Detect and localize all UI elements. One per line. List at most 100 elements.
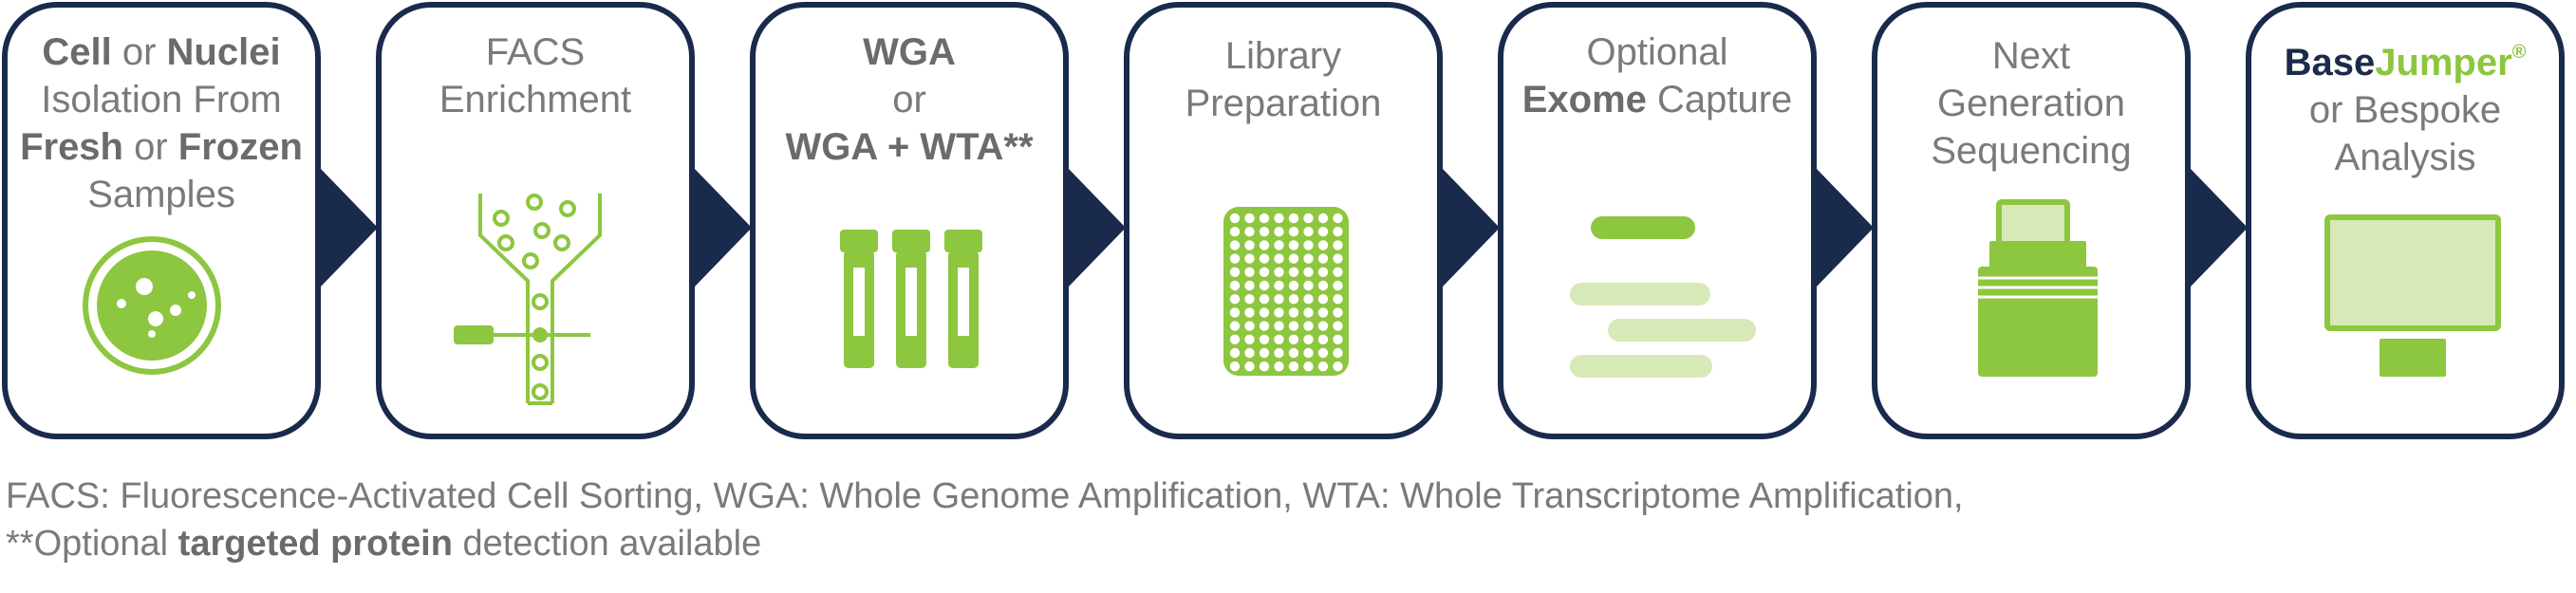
- well: [1244, 227, 1255, 237]
- well: [1303, 280, 1314, 291]
- well: [1244, 294, 1255, 305]
- well: [1244, 240, 1255, 250]
- well: [1259, 267, 1270, 277]
- step-box-3: [750, 2, 1069, 439]
- well: [1229, 253, 1241, 264]
- well: [1244, 280, 1255, 291]
- well: [1333, 347, 1343, 359]
- arrow-2-3: [695, 169, 752, 287]
- well: [1317, 334, 1329, 344]
- well: [1333, 294, 1343, 305]
- well: [1303, 361, 1314, 372]
- well: [1229, 240, 1241, 250]
- well: [1229, 227, 1241, 237]
- well: [1244, 267, 1255, 277]
- step-label-5: Optional Exome Capture: [1521, 31, 1793, 120]
- well: [1317, 321, 1329, 331]
- well: [1274, 227, 1284, 237]
- well: [1303, 321, 1314, 331]
- well: [1288, 227, 1299, 237]
- well: [1259, 240, 1270, 250]
- monitor-icon: [2324, 214, 2501, 377]
- well: [1288, 307, 1299, 318]
- arrow-5-6: [1817, 169, 1874, 287]
- well: [1333, 253, 1343, 264]
- arrow-3-4: [1069, 169, 1126, 287]
- well: [1303, 334, 1314, 344]
- well: [1303, 267, 1314, 277]
- well: [1274, 307, 1284, 318]
- test-tubes-icon: [840, 230, 982, 368]
- well: [1317, 253, 1329, 264]
- step-label-7: BaseJumper® or Bespoke Analysis: [2244, 28, 2567, 181]
- basejumper-brand: BaseJumper®: [2284, 42, 2527, 83]
- well: [1274, 294, 1284, 305]
- well: [1229, 347, 1241, 359]
- well: [1229, 294, 1241, 305]
- well: [1288, 334, 1299, 344]
- well: [1274, 361, 1284, 372]
- well: [1288, 253, 1299, 264]
- well: [1259, 294, 1270, 305]
- well: [1288, 267, 1299, 277]
- arrow-1-2: [321, 169, 378, 287]
- well: [1333, 361, 1343, 372]
- well: [1333, 240, 1343, 250]
- well: [1259, 321, 1270, 331]
- step-box-1: [2, 2, 321, 439]
- well: [1229, 213, 1241, 224]
- well: [1259, 361, 1270, 372]
- step-label-1: Cell or Nuclei Isolation From Fresh or F…: [20, 31, 303, 215]
- well: [1244, 334, 1255, 344]
- well: [1333, 267, 1343, 277]
- well-plate-icon: [1223, 207, 1349, 376]
- well: [1317, 294, 1329, 305]
- well: [1288, 280, 1299, 291]
- well: [1229, 361, 1241, 372]
- well: [1274, 253, 1284, 264]
- connector-arrows: [321, 169, 2248, 287]
- well: [1303, 240, 1314, 250]
- well: [1274, 347, 1284, 359]
- well: [1229, 321, 1241, 331]
- well: [1303, 347, 1314, 359]
- footnote-line-1: FACS: Fluorescence-Activated Cell Sortin…: [6, 476, 1964, 516]
- facs-sorter-icon: [454, 194, 602, 405]
- well: [1303, 294, 1314, 305]
- well: [1259, 213, 1270, 224]
- well: [1259, 227, 1270, 237]
- well: [1274, 321, 1284, 331]
- well: [1259, 334, 1270, 344]
- well: [1317, 213, 1329, 224]
- well: [1274, 240, 1284, 250]
- well: [1303, 307, 1314, 318]
- well: [1317, 347, 1329, 359]
- well: [1229, 334, 1241, 344]
- well: [1288, 361, 1299, 372]
- well: [1274, 267, 1284, 277]
- well: [1229, 280, 1241, 291]
- well: [1244, 307, 1255, 318]
- well: [1274, 213, 1284, 224]
- well: [1333, 213, 1343, 224]
- step-label-4: Library Preparation: [1185, 35, 1382, 124]
- well: [1303, 213, 1314, 224]
- well: [1333, 227, 1343, 237]
- step-label-3: WGA or WGA + WTA**: [785, 31, 1034, 168]
- well: [1317, 280, 1329, 291]
- well: [1288, 240, 1299, 250]
- well: [1259, 347, 1270, 359]
- well: [1274, 334, 1284, 344]
- well: [1244, 213, 1255, 224]
- sequencer-icon: [1978, 199, 2098, 377]
- well: [1303, 253, 1314, 264]
- well: [1288, 347, 1299, 359]
- petri-dish-icon: [83, 236, 221, 375]
- well: [1288, 213, 1299, 224]
- well: [1317, 240, 1329, 250]
- well: [1333, 321, 1343, 331]
- arrow-6-7: [2191, 169, 2248, 287]
- well: [1229, 267, 1241, 277]
- well: [1259, 253, 1270, 264]
